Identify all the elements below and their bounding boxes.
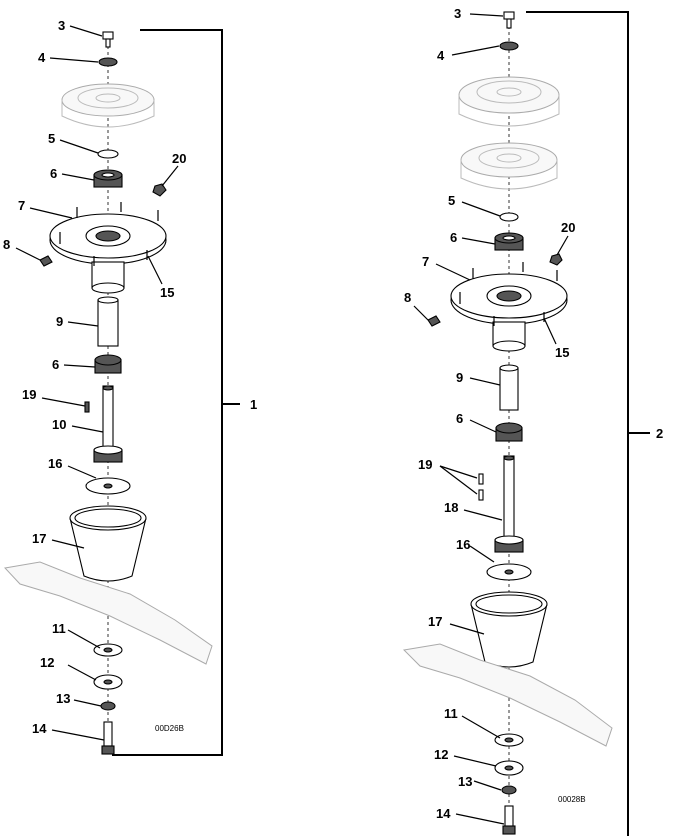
left-label-14: 14 (32, 721, 47, 736)
right-label-20: 20 (561, 220, 575, 235)
left-part-5-spacer (97, 149, 119, 159)
left-assembly-bracket (112, 29, 223, 756)
right-part-12-washer (494, 760, 524, 776)
right-label-6-lower: 6 (456, 411, 463, 426)
left-label-3: 3 (58, 18, 65, 33)
left-label-11: 11 (52, 621, 66, 636)
left-label-16: 16 (48, 456, 62, 471)
left-part-14-bolt (101, 721, 115, 755)
right-label-5: 5 (448, 193, 455, 208)
left-label-15: 15 (160, 285, 174, 300)
right-label-11: 11 (444, 706, 458, 721)
right-label-3: 3 (454, 6, 461, 21)
left-part-19-key (84, 401, 90, 413)
left-part-7-spindle-housing (49, 202, 167, 294)
right-part-17-blade-cup (470, 591, 548, 668)
right-part-9-spacer-tube (499, 364, 519, 411)
right-label-12: 12 (434, 747, 448, 762)
left-assembly-number: 1 (250, 397, 257, 412)
left-label-8: 8 (3, 237, 10, 252)
right-part-14-bolt (502, 805, 516, 835)
right-assembly: 3 4 5 6 20 7 8 15 9 6 19 18 16 17 11 12 … (402, 6, 663, 836)
right-label-7: 7 (422, 254, 429, 269)
right-drawing-code: 00028B (558, 795, 586, 804)
left-label-20: 20 (172, 151, 186, 166)
right-label-6-upper: 6 (450, 230, 457, 245)
right-part-5-spacer (499, 212, 519, 222)
left-label-13: 13 (56, 691, 70, 706)
left-part-3-bolt (102, 31, 114, 48)
right-part-6-bearing-lower (495, 422, 523, 442)
right-label-4: 4 (437, 48, 445, 63)
left-blade-ghost (3, 561, 213, 665)
left-label-4: 4 (38, 50, 46, 65)
left-part-13-lockwasher (100, 701, 116, 711)
left-label-9: 9 (56, 314, 63, 329)
right-part-19-key-upper (478, 473, 484, 485)
right-blade-ghost (402, 643, 613, 747)
right-label-16: 16 (456, 537, 470, 552)
right-label-17: 17 (428, 614, 442, 629)
right-part-13-lockwasher (501, 785, 517, 795)
right-label-18: 18 (444, 500, 458, 515)
left-part-4-washer (98, 57, 118, 67)
left-label-17: 17 (32, 531, 46, 546)
left-part-10-spindle-shaft (93, 385, 123, 463)
left-part-8-grease-fitting (39, 255, 53, 267)
left-label-6-lower: 6 (52, 357, 59, 372)
left-part-6-bearing-upper (93, 169, 123, 188)
right-part-16-washer (486, 563, 532, 581)
left-label-6-upper: 6 (50, 166, 57, 181)
right-part-6-bearing-upper (494, 232, 524, 251)
left-label-12: 12 (40, 655, 54, 670)
left-drawing-code: 00D26B (155, 724, 184, 733)
right-label-19: 19 (418, 457, 432, 472)
left-label-19: 19 (22, 387, 36, 402)
right-part-4-washer (499, 41, 519, 51)
right-part-11-washer (494, 733, 524, 747)
right-part-18-spindle-shaft (494, 455, 524, 553)
right-label-9: 9 (456, 370, 463, 385)
left-assembly: 3 4 5 6 20 7 8 15 9 6 19 10 16 17 11 12 … (3, 18, 257, 756)
left-part-11-washer (93, 643, 123, 657)
right-pulley-ghost-lower (460, 142, 558, 190)
right-part-8-grease-fitting (427, 315, 441, 327)
right-label-13: 13 (458, 774, 472, 789)
left-label-10: 10 (52, 417, 66, 432)
left-part-20-nut (152, 183, 167, 197)
left-part-6-bearing-lower (94, 354, 122, 374)
right-label-8: 8 (404, 290, 411, 305)
right-label-15: 15 (555, 345, 569, 360)
right-assembly-bracket (526, 11, 629, 836)
right-leader-lines (413, 13, 569, 825)
left-label-7: 7 (18, 198, 25, 213)
right-part-19-key-lower (478, 489, 484, 501)
right-assembly-number: 2 (656, 426, 663, 441)
right-part-7-spindle-housing (450, 262, 568, 352)
right-pulley-ghost-upper (458, 76, 560, 127)
right-part-3-bolt (503, 11, 515, 29)
right-part-20-nut (549, 253, 563, 266)
left-part-12-washer (93, 674, 123, 690)
left-leader-lines (15, 25, 179, 741)
left-label-5: 5 (48, 131, 55, 146)
left-part-16-washer (85, 477, 131, 495)
right-label-14: 14 (436, 806, 451, 821)
left-part-9-spacer-tube (97, 296, 119, 347)
left-pulley-ghost (61, 83, 155, 128)
left-part-17-blade-cup (69, 505, 147, 582)
